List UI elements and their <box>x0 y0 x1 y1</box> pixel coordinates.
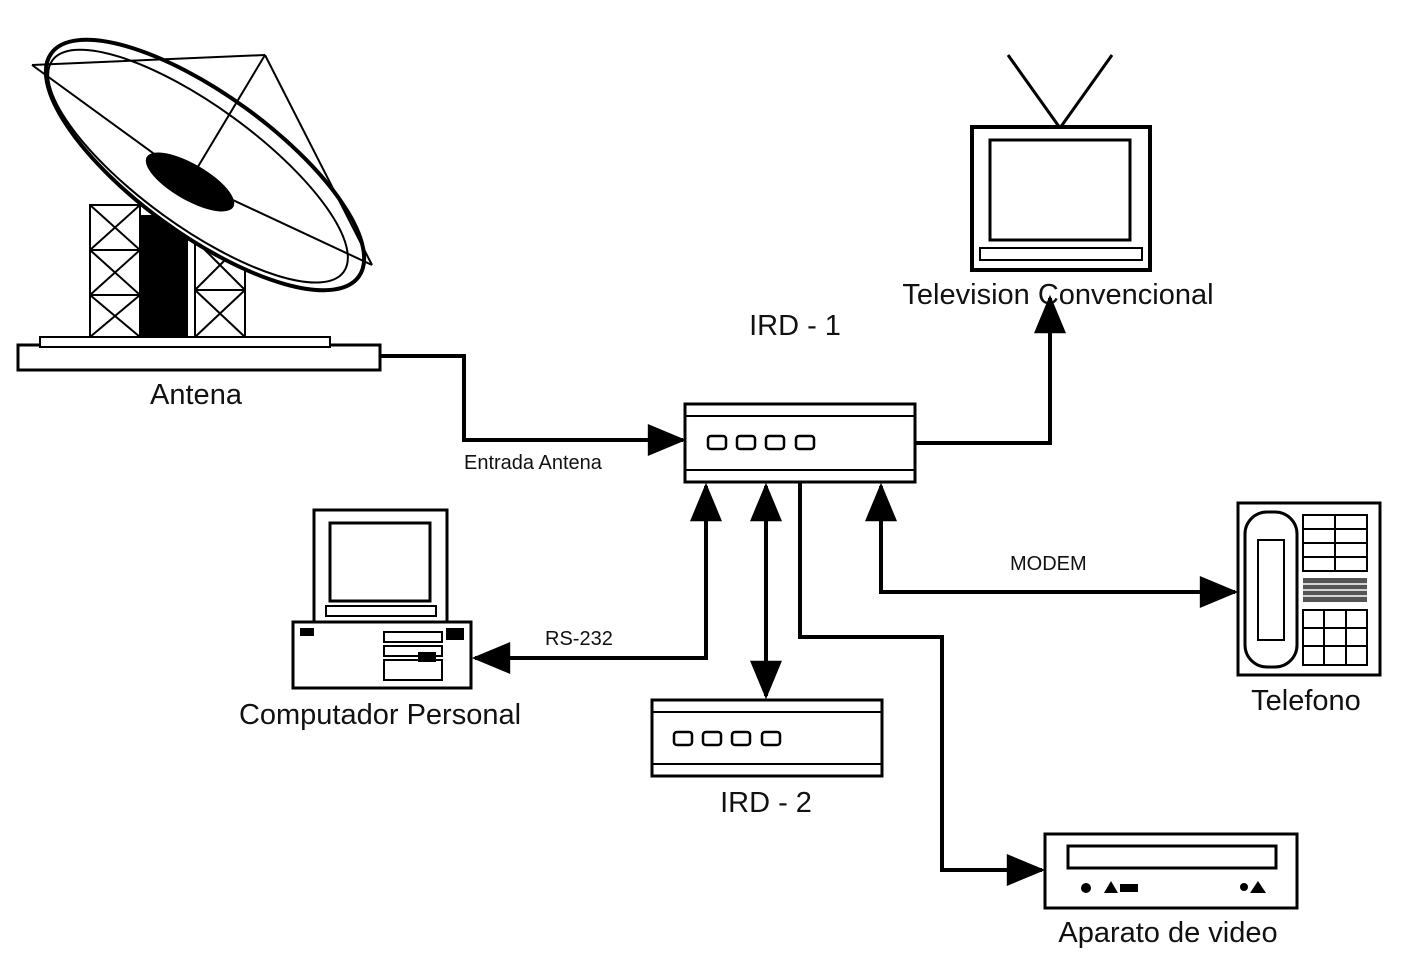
computer-label: Computador Personal <box>239 699 521 731</box>
television-label: Television Convencional <box>902 279 1213 311</box>
telephone-icon <box>1236 501 1382 677</box>
connector-ird1-pc <box>471 482 722 674</box>
ird2-label: IRD - 2 <box>720 787 812 819</box>
rs232-label: RS-232 <box>545 628 613 650</box>
antenna-icon <box>16 37 382 372</box>
ird1-label: IRD - 1 <box>749 310 841 342</box>
antenna-label: Antena <box>150 379 243 411</box>
telephone-label: Telefono <box>1251 685 1361 717</box>
video-player-icon <box>1043 832 1299 910</box>
connector-ird1-phone <box>865 482 1239 608</box>
video-player-label: Aparato de video <box>1058 917 1277 949</box>
computer-icon <box>291 508 473 690</box>
modem-label: MODEM <box>1010 553 1087 575</box>
antenna-input-label: Entrada Antena <box>464 452 603 474</box>
ird2-receiver-icon <box>650 698 884 778</box>
television-icon <box>970 54 1152 272</box>
ird1-receiver-icon <box>683 402 917 484</box>
connector-antenna-ird1 <box>380 354 687 456</box>
connector-ird1-vcr <box>798 482 1046 886</box>
connector-ird1-tv <box>915 294 1066 445</box>
